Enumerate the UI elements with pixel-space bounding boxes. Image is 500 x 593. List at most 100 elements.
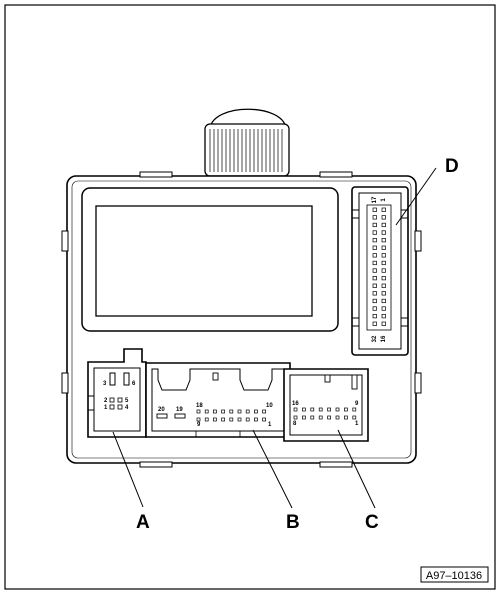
connector-b-pin <box>237 417 242 422</box>
display-window <box>81 187 339 332</box>
connector-d-pin <box>372 215 377 220</box>
connector-b-pin <box>213 417 217 422</box>
connector-d-pin <box>381 306 386 311</box>
connector-b-pin-18: 18 <box>196 403 203 409</box>
figure-frame <box>4 4 496 590</box>
connector-b-pin-20: 20 <box>158 407 165 413</box>
callout-b: B <box>286 512 300 533</box>
connector-d-pin <box>372 298 377 304</box>
connector-d-pin <box>381 314 386 319</box>
connector-b-pin <box>196 409 201 414</box>
connector-c-pin-16: 16 <box>292 401 299 407</box>
connector-c-pin <box>310 407 315 412</box>
connector-b-pin <box>262 409 266 414</box>
connector-d-pin <box>381 222 386 228</box>
connector-c-pin <box>318 407 323 412</box>
connector-d-pin <box>381 298 386 304</box>
connector-c-pin <box>344 407 348 412</box>
connector-d-pin <box>372 276 377 281</box>
connector-d-pin <box>381 230 386 235</box>
connector-b-pin-19: 19 <box>176 407 183 413</box>
connector-c-pin <box>344 415 348 420</box>
connector-b-pin-9: 9 <box>197 422 201 428</box>
callout-d: D <box>445 156 459 177</box>
connector-c-pin <box>327 407 331 412</box>
connector-d-pin <box>372 321 377 326</box>
connector-a-pin-5: 5 <box>125 398 129 404</box>
connector-d-pin <box>372 207 377 212</box>
connector-b-pin <box>196 417 201 422</box>
connector-c-pin <box>310 415 315 420</box>
connector-b-pin <box>245 417 250 422</box>
callout-a: A <box>136 512 150 533</box>
connector-c-pin <box>335 415 340 420</box>
connector-c-pin <box>302 407 306 412</box>
connector-c-pin <box>352 415 357 420</box>
connector-c-pin <box>352 407 357 412</box>
callout-c: C <box>365 512 379 533</box>
connector-b-pin <box>262 417 266 422</box>
connector-c: 16 9 8 1 <box>283 368 369 442</box>
connector-d-pin <box>372 245 377 250</box>
connector-c-pin <box>302 415 306 420</box>
connector-d-pin <box>381 276 386 281</box>
connector-a-pin-2: 2 <box>104 398 108 404</box>
connector-c-pin <box>293 415 298 420</box>
connector-c-pin-8: 8 <box>293 421 297 427</box>
connector-b-pin <box>213 409 217 414</box>
connector-d-pin <box>372 253 377 258</box>
rotary-knob <box>204 108 290 177</box>
connector-d-pin <box>372 314 377 319</box>
connector-d-pin <box>372 283 377 288</box>
connector-b-pin-1: 1 <box>268 422 272 428</box>
figure-id: A97–10136 <box>426 570 482 582</box>
connector-d-pin-1: 1 <box>381 198 387 202</box>
connector-d-pin-16: 16 <box>381 335 387 342</box>
connector-d-pin-32: 32 <box>372 335 378 342</box>
connector-d-pin <box>381 253 386 258</box>
connector-d-pin <box>381 321 386 326</box>
connector-d: 17 1 32 16 <box>351 186 409 356</box>
connector-b-pin <box>221 417 225 422</box>
leader-line-d <box>395 167 437 226</box>
connector-b-pin <box>245 409 250 414</box>
connector-b-pin <box>254 409 258 414</box>
connector-b-pin-10: 10 <box>266 403 273 409</box>
leader-line-c <box>337 429 376 509</box>
connector-a-pin-1: 1 <box>104 405 108 411</box>
connector-c-pin-1: 1 <box>355 421 359 427</box>
leader-line-a <box>112 431 144 508</box>
connector-a-pin-6: 6 <box>132 381 136 387</box>
connector-d-pin <box>372 238 377 243</box>
connector-c-pin <box>327 415 331 420</box>
connector-a-pin-4: 4 <box>125 405 129 411</box>
connector-d-pin <box>372 306 377 311</box>
leader-line-b <box>252 429 293 509</box>
connector-d-pin <box>381 238 386 243</box>
connector-d-pin <box>372 222 377 228</box>
connector-a: 3 6 2 5 1 4 <box>87 348 147 438</box>
connector-d-pin <box>372 230 377 235</box>
connector-d-pin <box>381 245 386 250</box>
connector-d-pin-17: 17 <box>372 196 378 203</box>
connector-d-pin <box>372 260 377 266</box>
connector-d-pin <box>381 268 386 273</box>
connector-c-pin <box>318 415 323 420</box>
connector-d-pin <box>372 291 377 296</box>
figure-id-box <box>420 566 489 583</box>
connector-c-pin <box>335 407 340 412</box>
connector-b-pin <box>204 409 209 414</box>
leader-lines <box>112 167 437 509</box>
connector-b-pin <box>204 417 209 422</box>
connector-d-pin <box>381 291 386 296</box>
connector-b-pin <box>254 417 258 422</box>
connector-d-pin <box>372 268 377 273</box>
connector-b-pin <box>221 409 225 414</box>
connector-d-pin <box>381 283 386 288</box>
connector-d-pin <box>381 215 386 220</box>
connector-a-pin-3: 3 <box>103 381 107 387</box>
connector-b-pin <box>237 409 242 414</box>
connector-b: 20 19 18 10 9 1 <box>145 362 291 438</box>
